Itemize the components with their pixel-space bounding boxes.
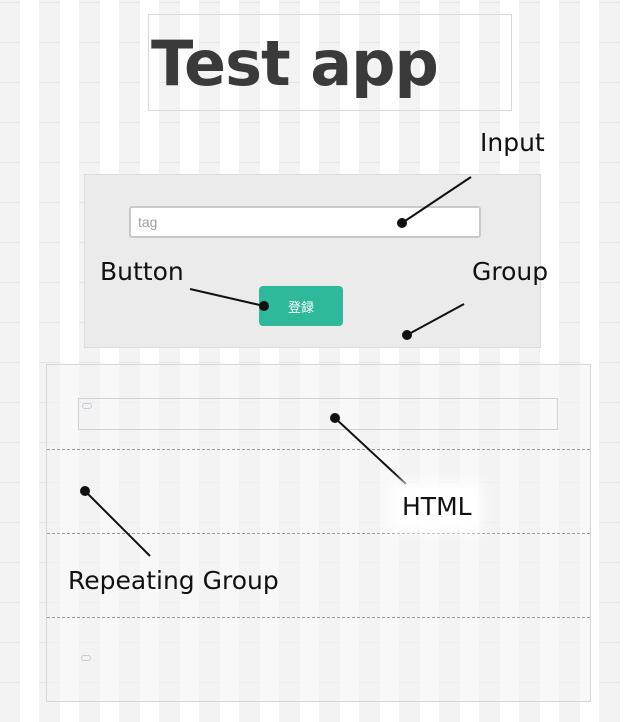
html-placeholder-icon <box>81 655 91 661</box>
repeating-group[interactable] <box>46 364 591 702</box>
row-divider <box>47 449 590 450</box>
repeating-group-cell[interactable] <box>47 617 590 701</box>
row-divider <box>47 617 590 618</box>
tag-input[interactable] <box>129 206 481 238</box>
page-title: Test app <box>151 27 439 100</box>
input-annotation-label: Input <box>480 128 545 157</box>
button-annotation-label: Button <box>100 257 184 286</box>
html-placeholder-icon <box>82 403 92 409</box>
repeating-group-cell[interactable] <box>47 365 590 449</box>
repeating-group-cell[interactable] <box>47 449 590 533</box>
register-button[interactable]: 登録 <box>259 286 343 326</box>
html-annotation-label: HTML <box>402 492 472 522</box>
repeating-group-annotation-label: Repeating Group <box>68 566 279 595</box>
title-text-element[interactable]: Test app <box>148 14 512 111</box>
html-element[interactable] <box>78 398 558 430</box>
group-annotation-label: Group <box>472 257 549 286</box>
row-divider <box>47 533 590 534</box>
